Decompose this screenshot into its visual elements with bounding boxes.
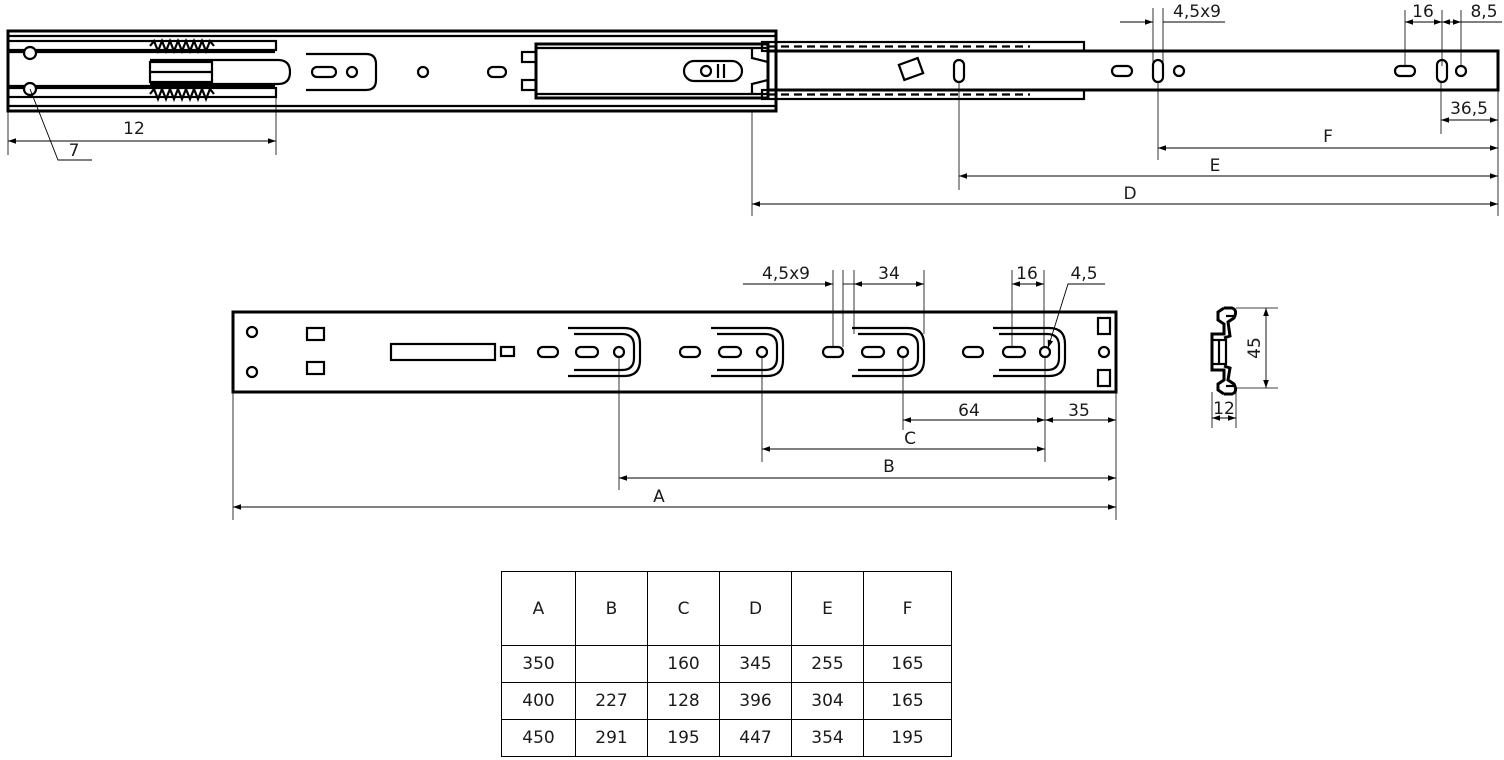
inner-rail	[766, 49, 1500, 92]
dim-slot-main-label: 4,5x9	[762, 264, 810, 284]
table-cell: 291	[575, 719, 648, 757]
dim-12-section-label: 12	[1213, 399, 1235, 419]
dim-4-5-label: 4,5	[1070, 264, 1097, 284]
dim-D-label: D	[1123, 184, 1136, 204]
dim-F-label: F	[1323, 127, 1333, 147]
dim-7-label: 7	[69, 141, 80, 161]
table-cell: 304	[791, 682, 864, 720]
table-cell: 396	[719, 682, 792, 720]
cross-section-view: 45 12	[1210, 306, 1278, 428]
table-cell: 128	[647, 682, 720, 720]
dim-A-label: A	[653, 487, 665, 507]
top-view-slide	[6, 29, 1500, 113]
table-cell: 165	[863, 682, 952, 720]
table-cell	[575, 645, 648, 683]
spring-top	[149, 38, 215, 54]
table-header-cell: A	[501, 571, 576, 646]
outer-rail	[6, 29, 778, 113]
table-header-cell: C	[647, 571, 720, 646]
table-header-cell: B	[575, 571, 648, 646]
spring-bottom	[149, 86, 215, 102]
table-header-cell: F	[863, 571, 952, 646]
slide-body	[231, 310, 1118, 394]
main-view-dimensions: 4,5x9 34 16 4,5 64 35 C B A	[232, 264, 1117, 520]
table-header-cell: E	[791, 571, 864, 646]
dim-B-label: B	[883, 457, 895, 477]
table-row: 450 291 195 447 354 195	[501, 719, 952, 757]
table-cell: 450	[501, 719, 576, 757]
dim-16-main-label: 16	[1016, 264, 1038, 284]
table-cell: 354	[791, 719, 864, 757]
dim-36-5-label: 36,5	[1450, 99, 1488, 119]
dim-12-label: 12	[123, 119, 145, 139]
dim-16-top-label: 16	[1412, 2, 1434, 22]
dim-45-label: 45	[1245, 337, 1265, 359]
table-header-cell: D	[719, 571, 792, 646]
table-cell: 165	[863, 645, 952, 683]
table-cell: 345	[719, 645, 792, 683]
table-cell: 447	[719, 719, 792, 757]
top-view-dimensions: 12 7 4,5x9 16 8,5 36,5 F E D	[7, 2, 1502, 216]
dimensions-table: A B C D E F 350 160 345 255 165 400 227 …	[501, 571, 952, 757]
table-cell: 350	[501, 645, 576, 683]
main-view-slide	[231, 310, 1118, 394]
dim-C-label: C	[904, 429, 916, 449]
table-row: 400 227 128 396 304 165	[501, 682, 952, 720]
table-cell: 195	[863, 719, 952, 757]
table-cell: 195	[647, 719, 720, 757]
dim-64-label: 64	[958, 401, 980, 421]
middle-rail	[534, 42, 770, 100]
dim-slot-top-label: 4,5x9	[1173, 2, 1221, 22]
dim-34-label: 34	[878, 264, 900, 284]
table-cell: 400	[501, 682, 576, 720]
dim-35-label: 35	[1068, 401, 1090, 421]
dim-8-5-label: 8,5	[1470, 2, 1497, 22]
table-cell: 255	[791, 645, 864, 683]
table-cell: 160	[647, 645, 720, 683]
table-row: 350 160 345 255 165	[501, 645, 952, 683]
dim-E-label: E	[1210, 156, 1221, 176]
table-cell: 227	[575, 682, 648, 720]
table-header-row: A B C D E F	[501, 571, 952, 646]
mounting-bracket	[306, 52, 378, 92]
